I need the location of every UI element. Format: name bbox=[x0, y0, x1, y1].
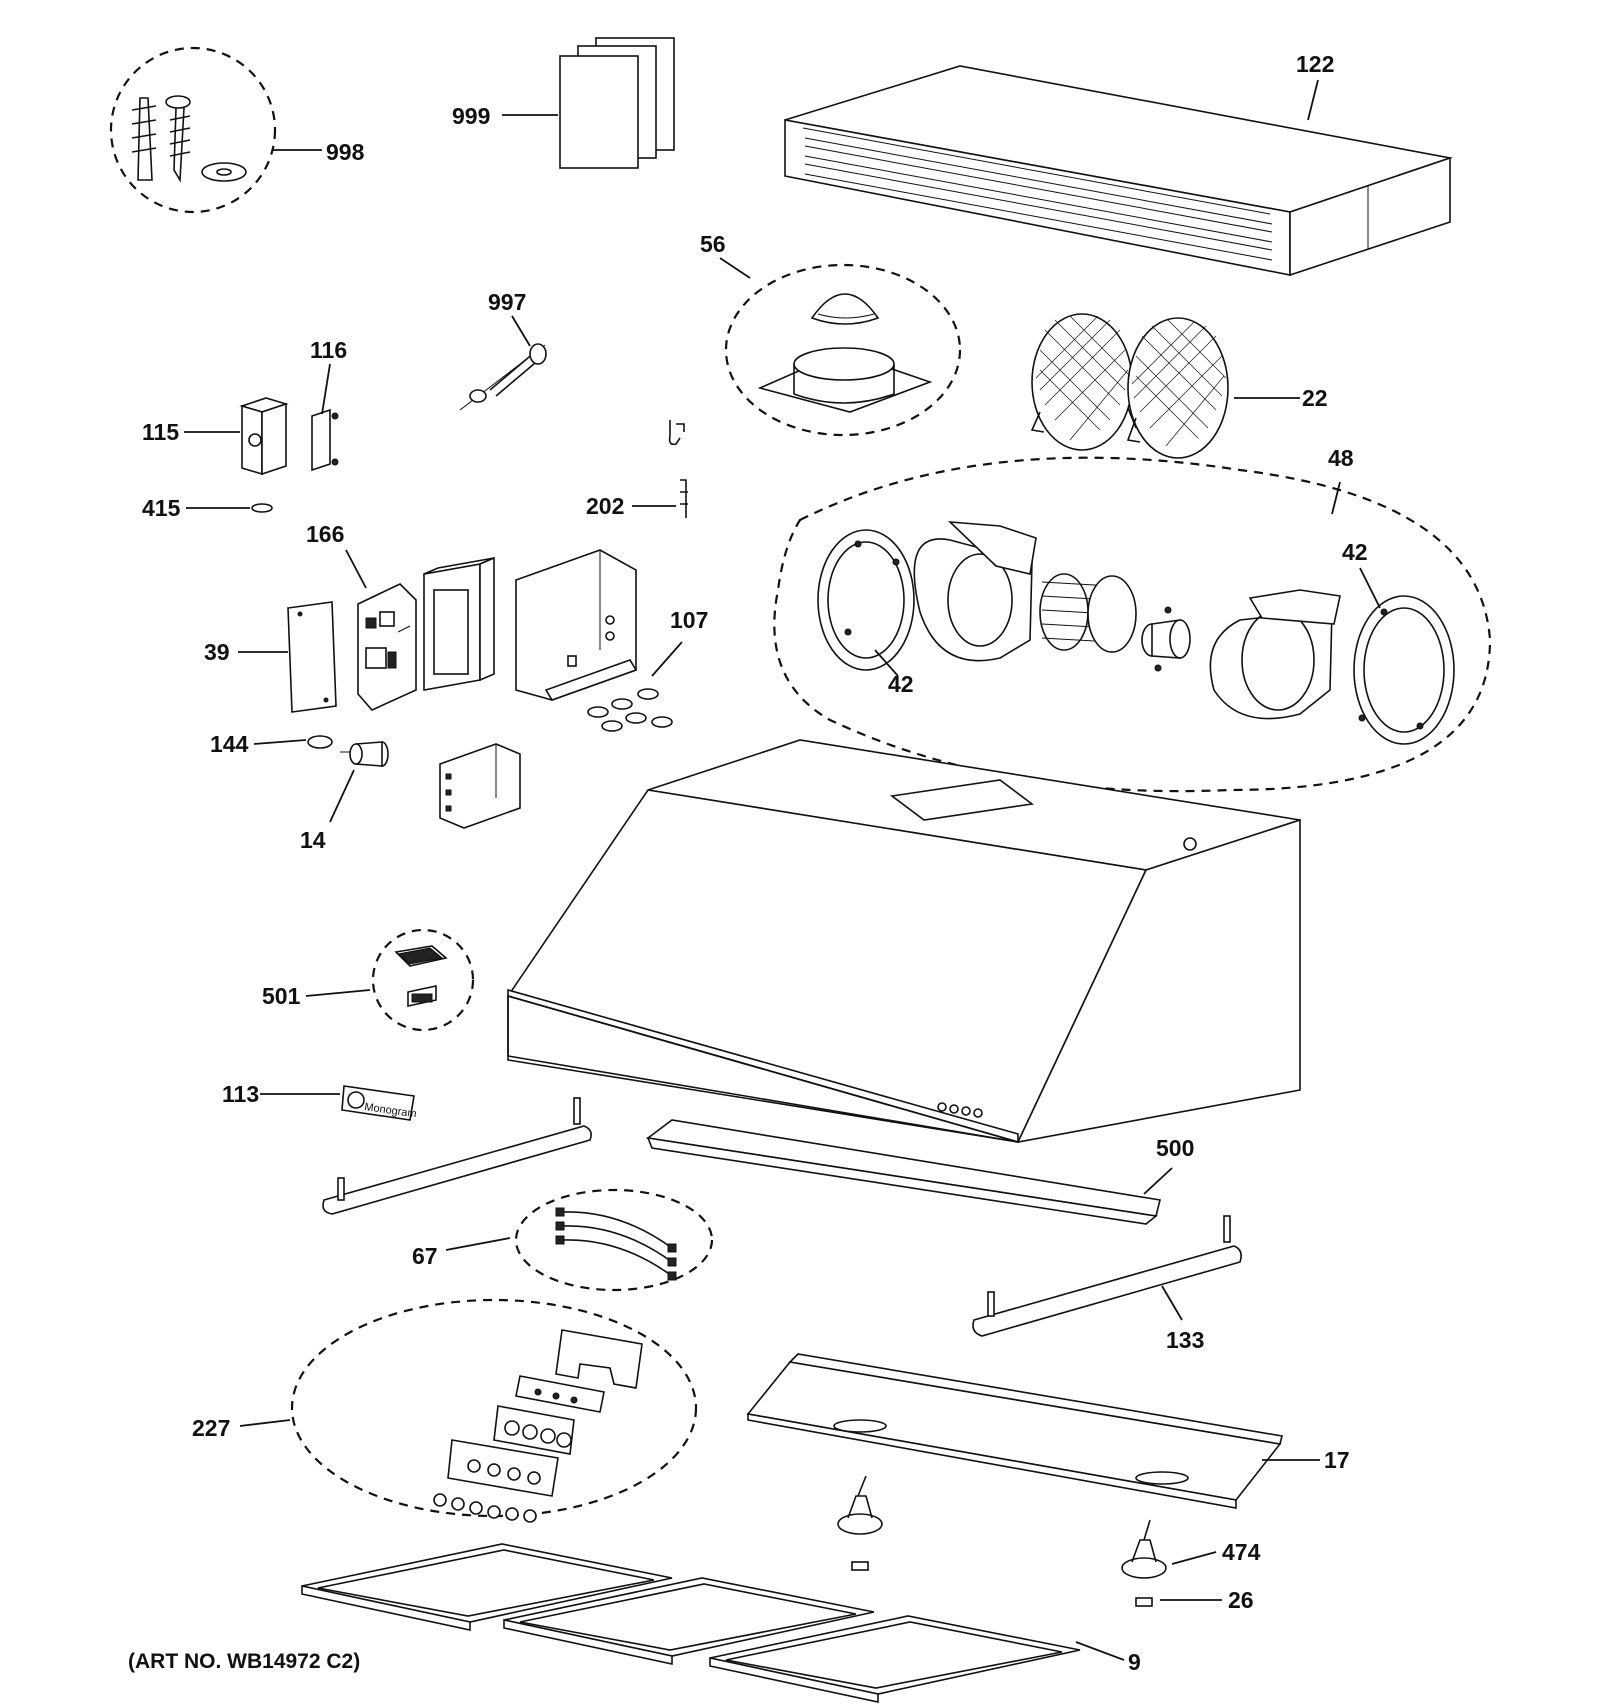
part-998-hardware-kit bbox=[109, 46, 277, 214]
blower-wheel bbox=[1039, 573, 1137, 653]
part-133-rails bbox=[322, 1097, 1242, 1337]
callout-17: 17 bbox=[1324, 1447, 1350, 1473]
part-14-capacitor bbox=[340, 741, 389, 767]
callout-500: 500 bbox=[1156, 1135, 1194, 1161]
part-22-grease-filters bbox=[1030, 313, 1229, 459]
callout-39: 39 bbox=[204, 639, 230, 665]
callout-998: 998 bbox=[326, 139, 365, 165]
part-67-wire-harness bbox=[514, 1188, 714, 1292]
callout-9: 9 bbox=[1128, 1649, 1141, 1675]
callout-42-left: 42 bbox=[888, 671, 914, 697]
part-202-clips bbox=[668, 420, 688, 518]
callout-labels: 122 999 998 56 997 116 115 415 22 48 202… bbox=[142, 51, 1368, 1675]
callout-166: 166 bbox=[306, 521, 344, 547]
callout-202: 202 bbox=[586, 493, 624, 519]
callout-14: 14 bbox=[300, 827, 326, 853]
leader-lines bbox=[184, 79, 1381, 1661]
part-144-clip bbox=[307, 735, 333, 749]
hood-body bbox=[506, 739, 1301, 1144]
part-122-top-cover bbox=[784, 65, 1454, 277]
callout-48: 48 bbox=[1328, 445, 1354, 471]
part-26-bulb bbox=[1135, 1597, 1153, 1607]
part-999-manuals bbox=[559, 37, 675, 169]
part-107-grommets bbox=[587, 688, 673, 732]
callout-116: 116 bbox=[310, 337, 347, 363]
callout-144: 144 bbox=[210, 731, 249, 757]
callout-22: 22 bbox=[1302, 385, 1328, 411]
part-light-socket-left bbox=[837, 1475, 883, 1571]
part-501-switch bbox=[371, 928, 475, 1032]
part-mounting-plate bbox=[515, 549, 638, 701]
part-bracket bbox=[439, 743, 521, 829]
blower-motor bbox=[1141, 606, 1191, 672]
callout-997: 997 bbox=[488, 289, 526, 315]
part-500-front-trim bbox=[645, 1119, 1161, 1225]
callout-133: 133 bbox=[1166, 1327, 1204, 1353]
part-227-control-panel-kit bbox=[290, 1298, 698, 1523]
part-electrical-tray bbox=[423, 556, 495, 691]
part-474-light-socket bbox=[1121, 1519, 1167, 1579]
part-166-control-board bbox=[357, 583, 417, 711]
part-116-bracket bbox=[311, 408, 339, 472]
callout-107: 107 bbox=[670, 607, 708, 633]
callout-42-right: 42 bbox=[1342, 539, 1368, 565]
callout-113: 113 bbox=[222, 1081, 259, 1107]
callout-415: 415 bbox=[142, 495, 181, 521]
part-9-filters bbox=[301, 1543, 1081, 1703]
callout-501: 501 bbox=[262, 983, 301, 1009]
callout-999: 999 bbox=[452, 103, 490, 129]
callout-122: 122 bbox=[1296, 51, 1334, 77]
part-56-damper bbox=[724, 263, 962, 437]
callout-26: 26 bbox=[1228, 1587, 1254, 1613]
callout-67: 67 bbox=[412, 1243, 438, 1269]
callout-115: 115 bbox=[142, 419, 179, 445]
part-48-blower-assembly bbox=[773, 456, 1492, 793]
part-415-washer bbox=[251, 503, 273, 513]
part-115-junction-box bbox=[239, 397, 289, 476]
part-17-bottom-panel bbox=[746, 1353, 1283, 1509]
part-113-badge: Monogram bbox=[341, 1085, 417, 1121]
callout-227: 227 bbox=[192, 1415, 230, 1441]
part-39-cover-plate bbox=[287, 601, 337, 713]
callout-56: 56 bbox=[700, 231, 726, 257]
art-number: (ART NO. WB14972 C2) bbox=[128, 1650, 360, 1673]
part-997-bolt bbox=[459, 343, 547, 411]
callout-474: 474 bbox=[1222, 1539, 1261, 1565]
